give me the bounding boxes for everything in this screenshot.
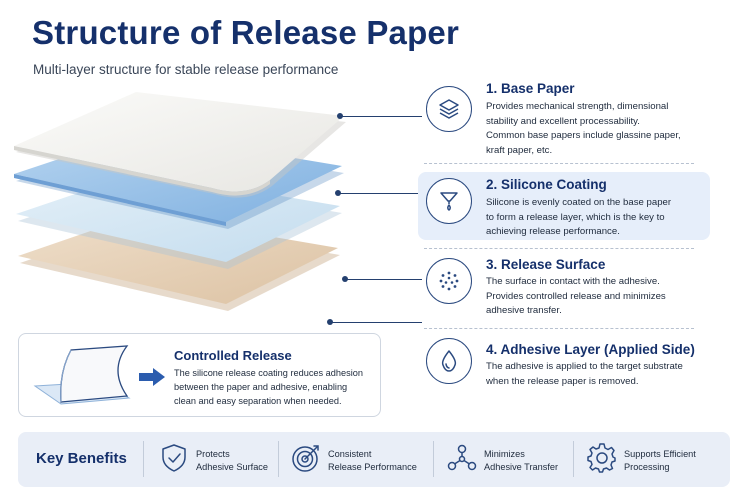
separator: [573, 441, 574, 477]
gear-icon: [587, 443, 616, 473]
shield-check-icon: [162, 444, 186, 472]
callout-line-base-paper: [340, 116, 422, 117]
layers-icon: [426, 86, 472, 132]
molecule-icon: [447, 444, 477, 471]
callout-dot-silicone: [335, 190, 341, 196]
layer-desc-base-paper: Provides mechanical strength, dimensiona…: [486, 101, 681, 156]
separator: [143, 441, 144, 477]
layer-desc-adhesive-layer: The adhesive is applied to the target su…: [486, 361, 683, 387]
callout-line-silicone: [338, 193, 422, 194]
layer-title-adhesive-layer: 4. Adhesive Layer (Applied Side): [486, 342, 695, 357]
layer-desc-silicone-coating: Silicone is evenly coated on the base pa…: [486, 197, 672, 237]
key-benefits-bar: Key Benefits Protects Adhesive Surface C…: [18, 432, 730, 487]
target-icon: [292, 445, 319, 472]
separator: [278, 441, 279, 477]
layer-item-silicone-coating: 2. Silicone Coating Silicone is evenly c…: [418, 172, 710, 240]
layer-item-adhesive-layer: 4. Adhesive Layer (Applied Side) The adh…: [418, 336, 710, 394]
dots-circle-icon: [426, 258, 472, 304]
benefit-label: Protects Adhesive Surface: [196, 449, 269, 472]
controlled-release-desc: The silicone release coating reduces adh…: [174, 368, 363, 406]
funnel-drop-icon: [426, 178, 472, 224]
layer-desc-release-surface: The surface in contact with the adhesive…: [486, 276, 666, 316]
layer-title-base-paper: 1. Base Paper: [486, 81, 575, 96]
separator: [424, 163, 694, 164]
callout-dot-base-paper: [337, 113, 343, 119]
callout-line-adhesive: [330, 322, 422, 323]
callout-line-release-surface: [345, 279, 422, 280]
separator: [424, 328, 694, 329]
callout-dot-adhesive: [327, 319, 333, 325]
base-paper-sheet: [14, 92, 346, 198]
callout-dot-release-surface: [342, 276, 348, 282]
controlled-release-panel: Controlled Release The silicone release …: [18, 333, 381, 417]
peeling-sheet-icon: [33, 345, 131, 405]
page-title: Structure of Release Paper: [32, 14, 460, 51]
separator: [433, 441, 434, 477]
release-paper-layer-stack: [14, 92, 346, 311]
layer-item-release-surface: 3. Release Surface The surface in contac…: [418, 254, 710, 320]
arrow-right-icon: [139, 368, 165, 386]
key-benefits-title: Key Benefits: [36, 450, 127, 467]
separator: [424, 248, 694, 249]
drop-icon: [426, 338, 472, 384]
controlled-release-title: Controlled Release: [174, 348, 292, 363]
benefit-label: Minimizes Adhesive Transfer: [484, 449, 559, 472]
layer-item-base-paper: 1. Base Paper Provides mechanical streng…: [418, 80, 710, 160]
page-subtitle: Multi-layer structure for stable release…: [33, 62, 339, 77]
layer-title-release-surface: 3. Release Surface: [486, 257, 606, 272]
benefit-label: Consistent Release Performance: [328, 449, 417, 472]
benefit-label: Supports Efficient Processing: [624, 449, 696, 472]
layer-title-silicone-coating: 2. Silicone Coating: [486, 177, 607, 192]
